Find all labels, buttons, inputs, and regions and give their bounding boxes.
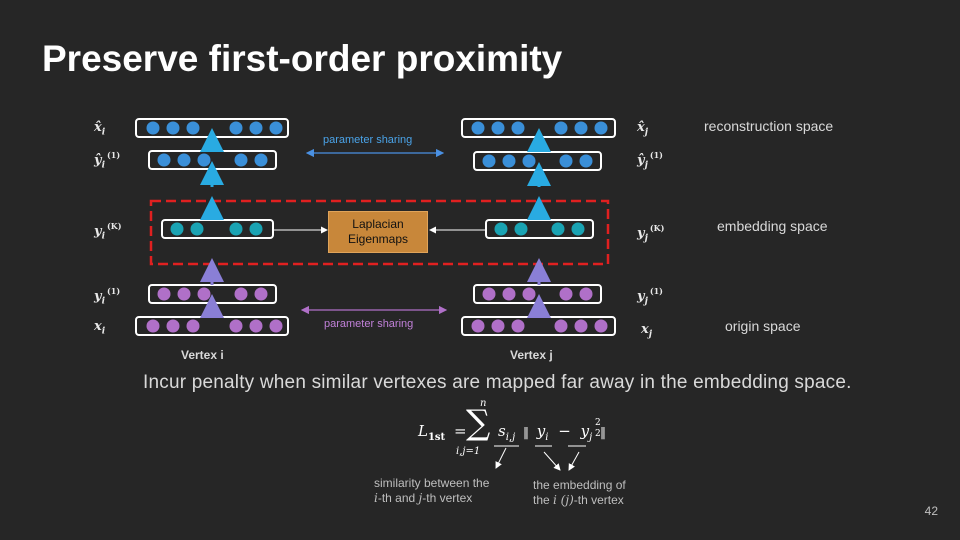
page-number: 42 [924, 504, 938, 518]
penalty-sentence: Incur penalty when similar vertexes are … [143, 372, 852, 393]
embedding-space-label: embedding space [717, 218, 828, 234]
label-xhat-j: x̂j [637, 120, 649, 138]
label-x-j: xj [641, 322, 653, 340]
parameter-sharing-bottom-label: parameter sharing [324, 318, 414, 330]
slide-title: Preserve first-order proximity [42, 38, 563, 79]
parameter-sharing-top-label: parameter sharing [323, 134, 413, 146]
laplacian-line2: Eigenmaps [347, 232, 409, 246]
origin-space-label: origin space [725, 318, 801, 334]
label-xhat-i: x̂i [94, 120, 106, 138]
label-x-i: xi [94, 319, 106, 337]
layer-xhat-j [461, 118, 616, 138]
vertex-j-network [461, 118, 616, 336]
label-y-i-K: yi(K) [94, 221, 122, 242]
vertex-i-label: Vertex i [181, 348, 224, 362]
layer-x-j [461, 316, 616, 336]
label-y-j-1: yj(1) [637, 286, 663, 307]
label-y-j-K: yj(K) [637, 223, 665, 244]
vertex-i-network [135, 118, 289, 336]
embedding-region-dashed-box [149, 199, 610, 266]
laplacian-line1: Laplacian [352, 217, 404, 231]
similarity-note: similarity between the i-th and j-th ver… [374, 476, 490, 505]
formula-pointers [494, 445, 586, 471]
layer-y-i-K [161, 219, 274, 239]
reconstruction-space-label: reconstruction space [704, 118, 834, 134]
label-y-i-1: yi(1) [94, 286, 121, 307]
embedding-note: the embedding of the i (j)-th vertex [533, 478, 626, 507]
label-yhat-j-1: ŷj(1) [637, 150, 663, 171]
label-yhat-i-1: ŷi(1) [94, 150, 121, 171]
vertex-j-label: Vertex j [510, 348, 553, 362]
laplacian-eigenmaps-box: Laplacian Eigenmaps [328, 211, 428, 253]
